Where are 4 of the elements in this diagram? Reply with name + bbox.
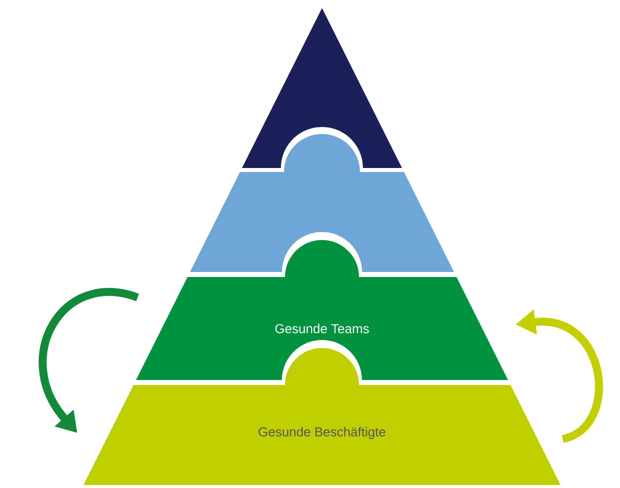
pyramid-level: Gesunde Teams: [136, 240, 508, 380]
pyramid-level: Gesunde Beschäftigte: [84, 348, 560, 485]
pyramid-level: [242, 8, 402, 168]
pyramid-level: [190, 134, 454, 272]
